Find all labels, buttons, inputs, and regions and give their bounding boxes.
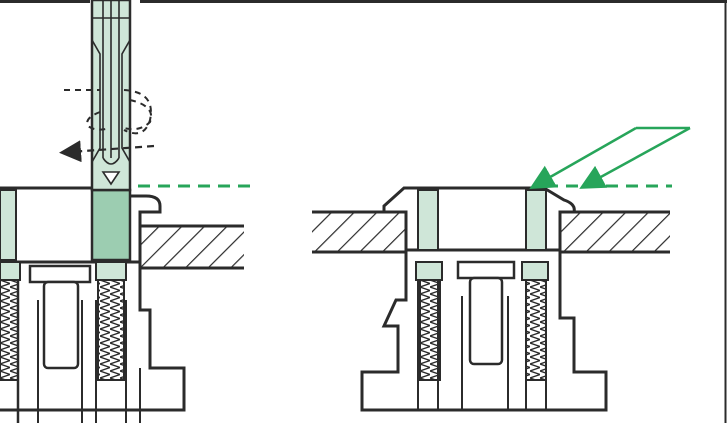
down-arrow-icon (101, 171, 121, 186)
fastener-screws-right (415, 260, 549, 381)
green-arrow-icon (529, 126, 691, 189)
right-panel (312, 126, 691, 412)
cover-cap-left (0, 186, 162, 264)
screwdriver-bit (90, 0, 132, 192)
fastener-screws-left (0, 261, 127, 381)
left-panel (0, 0, 250, 423)
left-arrow-icon (59, 140, 155, 163)
rotation-arrow-icon (64, 89, 152, 135)
base-housing-left (0, 260, 186, 423)
worktop-right-section (312, 210, 670, 254)
worktop-left-section (138, 224, 244, 270)
cover-cap-right (382, 186, 576, 252)
